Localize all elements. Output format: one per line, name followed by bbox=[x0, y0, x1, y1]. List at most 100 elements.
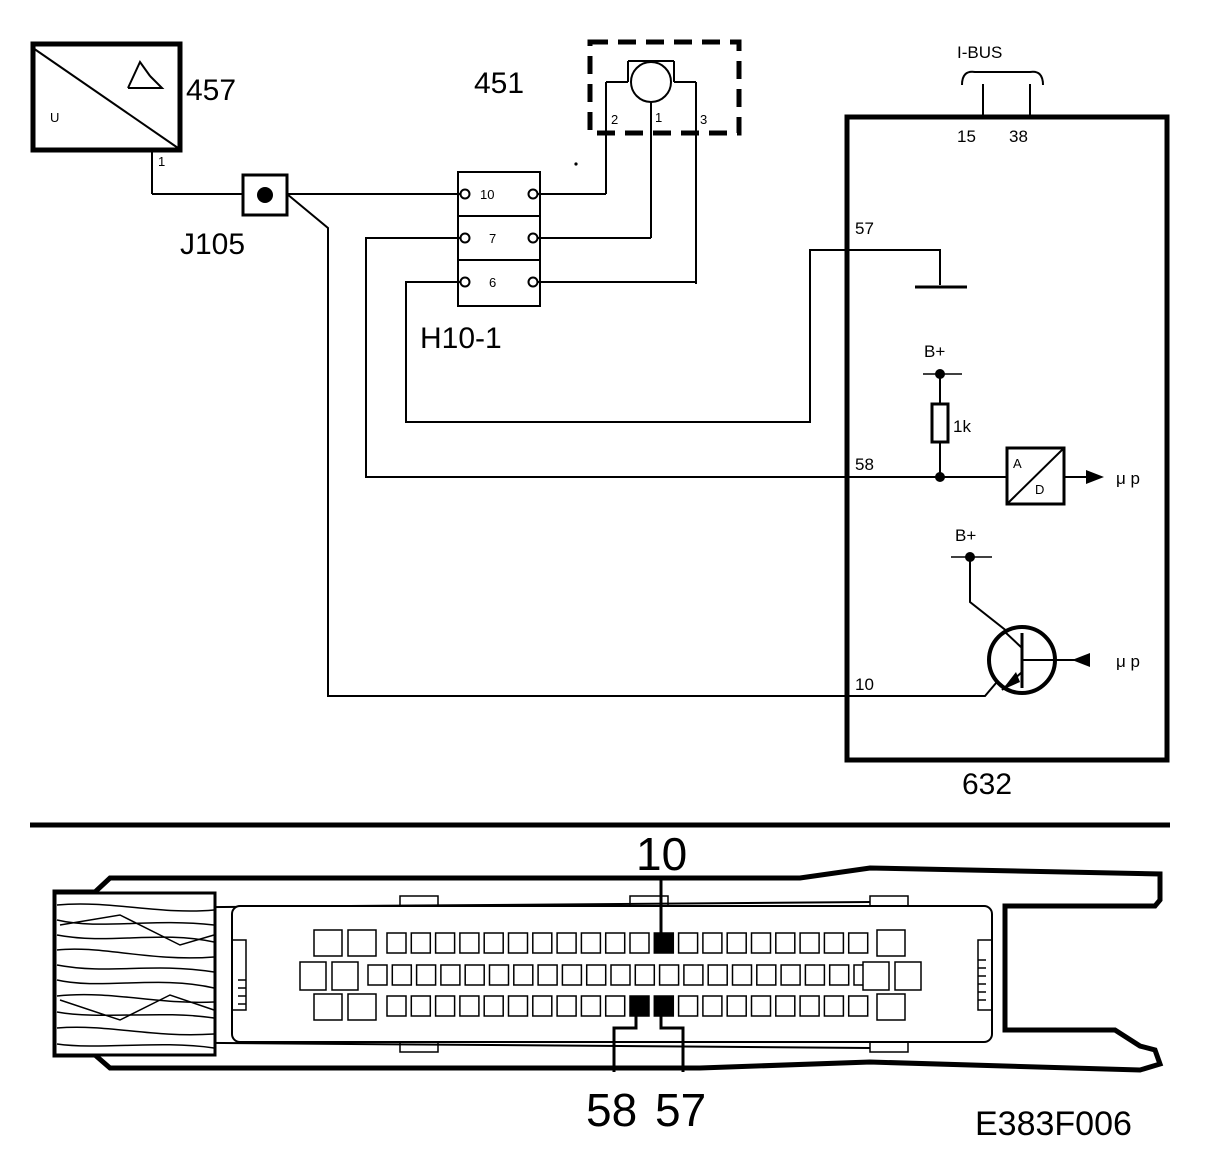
connector-pin bbox=[731, 964, 753, 986]
connector-pin bbox=[507, 995, 529, 1017]
resistor-icon bbox=[930, 402, 950, 444]
microphone-icon bbox=[630, 61, 672, 103]
connector-pin bbox=[386, 995, 407, 1017]
supply-b-plus-2: B+ bbox=[955, 526, 976, 545]
connector-pin bbox=[780, 964, 801, 986]
connector-pin bbox=[658, 964, 680, 986]
connector-label: H10-1 bbox=[420, 322, 502, 355]
ibus-label: I-BUS bbox=[957, 43, 1002, 62]
connector-pin bbox=[629, 932, 650, 954]
connector-pin bbox=[750, 932, 772, 954]
connector-pin-10: 10 bbox=[480, 187, 494, 202]
mic-pin-3: 3 bbox=[700, 112, 707, 127]
connector-pin bbox=[876, 993, 906, 1021]
cable-bundle bbox=[53, 891, 217, 1057]
connector-pin bbox=[775, 932, 796, 954]
connector-pin bbox=[580, 995, 602, 1017]
sensor-letter: U bbox=[50, 110, 59, 125]
connector-pin bbox=[434, 932, 456, 954]
connector-pin bbox=[347, 929, 377, 957]
highlighted-pin bbox=[653, 995, 675, 1017]
connector-pin bbox=[823, 932, 845, 954]
connector-pin bbox=[434, 995, 456, 1017]
junction-j105: J105 bbox=[152, 173, 289, 261]
connector-pin bbox=[415, 964, 437, 986]
angle-sensor-icon bbox=[127, 60, 165, 89]
transistor-input-label: μ p bbox=[1116, 652, 1140, 671]
adc-output-label: μ p bbox=[1116, 469, 1140, 488]
component-451: 2 1 3 451 bbox=[474, 39, 742, 284]
figure-code: E383F006 bbox=[975, 1105, 1132, 1143]
ecu-pin-57: 57 bbox=[855, 219, 874, 238]
ecu-632: 632 I-BUS 15 38 57 B+ 1k 58 A D μ p B+ bbox=[844, 43, 1170, 801]
connector-pin bbox=[604, 995, 626, 1017]
connector-pin bbox=[464, 964, 485, 986]
connector-pin bbox=[313, 993, 343, 1021]
connector-pin bbox=[410, 932, 432, 954]
pin-grid bbox=[299, 929, 922, 1021]
pinout-label-57: 57 bbox=[655, 1084, 706, 1136]
arrow-right-icon bbox=[1086, 470, 1104, 484]
connector-pin bbox=[799, 932, 820, 954]
connector-pin bbox=[537, 964, 558, 986]
connector-pin bbox=[702, 995, 723, 1017]
connector-pin bbox=[331, 961, 359, 991]
connector-pin bbox=[513, 964, 534, 986]
connector-pin bbox=[804, 964, 826, 986]
pinout-label-58: 58 bbox=[586, 1084, 637, 1136]
connector-pin bbox=[391, 964, 413, 986]
connector-pin bbox=[828, 964, 850, 986]
connector-pin bbox=[459, 995, 480, 1017]
sensor-id-label: 457 bbox=[186, 74, 236, 107]
connector-pin bbox=[604, 932, 626, 954]
connector-pin bbox=[556, 995, 577, 1017]
connector-pin bbox=[823, 995, 845, 1017]
connector-pin bbox=[532, 995, 553, 1017]
adc-d-label: D bbox=[1035, 482, 1044, 497]
connector-pin bbox=[677, 995, 699, 1017]
connector-pin bbox=[876, 929, 906, 957]
wires bbox=[286, 193, 1007, 697]
connector-pin bbox=[313, 929, 343, 957]
ecu-pin-10: 10 bbox=[855, 675, 874, 694]
highlighted-pin bbox=[653, 932, 675, 954]
ibus-pin-15: 15 bbox=[957, 127, 976, 146]
connector-pin-6: 6 bbox=[489, 275, 496, 290]
connector-pin bbox=[561, 964, 583, 986]
connector-pin bbox=[299, 961, 327, 991]
connector-pin bbox=[894, 961, 922, 991]
adc-a-label: A bbox=[1013, 456, 1022, 471]
connector-pin bbox=[483, 932, 504, 954]
ecu-id-label: 632 bbox=[962, 768, 1012, 801]
connector-pin bbox=[556, 932, 577, 954]
connector-pin bbox=[707, 964, 728, 986]
connector-pin bbox=[677, 932, 699, 954]
connector-pin bbox=[459, 932, 480, 954]
mic-pin-1: 1 bbox=[655, 110, 662, 125]
supply-b-plus-1: B+ bbox=[924, 342, 945, 361]
connector-pin bbox=[532, 932, 553, 954]
connector-pin bbox=[488, 964, 510, 986]
connector-pin bbox=[683, 964, 704, 986]
connector-pin bbox=[847, 995, 869, 1017]
connector-pin bbox=[775, 995, 796, 1017]
connector-pin bbox=[702, 932, 723, 954]
connector-pin bbox=[726, 995, 747, 1017]
connector-pin bbox=[750, 995, 772, 1017]
connector-pin bbox=[386, 932, 407, 954]
connector-h10-1: 10 7 6 H10-1 bbox=[420, 171, 541, 355]
connector-pin bbox=[483, 995, 504, 1017]
resistor-value: 1k bbox=[953, 417, 971, 436]
connector-pin bbox=[862, 961, 890, 991]
mic-pin-2: 2 bbox=[611, 112, 618, 127]
connector-pin bbox=[756, 964, 777, 986]
connector-pin bbox=[410, 995, 432, 1017]
connector-pin bbox=[610, 964, 631, 986]
connector-pin bbox=[507, 932, 529, 954]
ecu-pin-58: 58 bbox=[855, 455, 874, 474]
sensor-pin-label: 1 bbox=[158, 154, 165, 169]
connector-pin bbox=[347, 993, 377, 1021]
connector-pin-7: 7 bbox=[489, 231, 496, 246]
